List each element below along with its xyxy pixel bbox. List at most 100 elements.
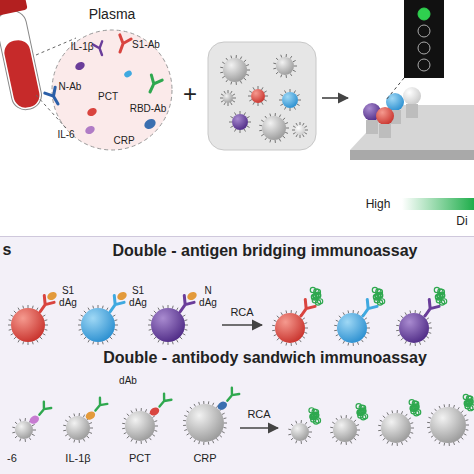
bead-ligand (154, 337, 156, 339)
bead-ligand (12, 427, 15, 429)
bead-ligand (240, 57, 241, 60)
bead-ligand (236, 82, 237, 85)
bead-ligand (415, 343, 416, 346)
bead-ligand (461, 437, 463, 439)
bead-ligand (274, 320, 277, 321)
bead-ligand (444, 443, 446, 446)
bead-ligand (98, 342, 99, 345)
bead-ligand (113, 334, 116, 336)
bead-ligand (102, 341, 104, 344)
bead-ligand (356, 434, 359, 435)
bead-ligand (279, 100, 282, 101)
bead-ligand (224, 423, 227, 424)
bead-ligand (281, 312, 283, 315)
bead-ligand (398, 335, 401, 336)
antibody-shape (224, 388, 240, 404)
bead-ligand (274, 335, 277, 336)
bead-sphere (399, 313, 429, 343)
arrow (322, 97, 348, 99)
antigen-shape (46, 290, 58, 301)
bead-ligand (283, 136, 285, 138)
bead-ligand (336, 335, 339, 336)
antigen-label: dAg (129, 297, 147, 308)
bead-ligand (44, 329, 47, 331)
bead-ligand (343, 341, 345, 344)
bead-ligand (172, 341, 174, 344)
antibody-symbol (296, 299, 315, 319)
bead-ligand (37, 308, 39, 311)
bead-ligand (183, 420, 186, 421)
bead-ligand (145, 409, 146, 412)
bead-ligand (124, 433, 127, 434)
bead-ligand (387, 412, 389, 415)
bead-ligand (145, 440, 146, 443)
bead-ligand (131, 410, 133, 413)
analyte-label: -6 (7, 452, 17, 464)
device-platform-edge (350, 150, 474, 160)
bead-ligand (464, 434, 467, 435)
bead-ligand (427, 422, 430, 423)
bead-ligand (296, 123, 298, 126)
bead-ligand (107, 308, 109, 311)
antigen-shape (84, 124, 96, 135)
bead-sphere (381, 413, 411, 443)
bead-ligand (288, 429, 291, 431)
bead-ligand (88, 340, 90, 343)
bead-ligand (184, 429, 187, 430)
bead-ligand (127, 414, 129, 416)
rca-dot (440, 293, 445, 298)
bead-ligand (281, 55, 282, 58)
bead-ligand (300, 122, 301, 125)
bead-ligand (353, 343, 354, 346)
rca-dot (468, 399, 473, 404)
bead-ligand (330, 427, 333, 429)
bead-ligand (378, 430, 381, 431)
rca-product (372, 287, 384, 305)
bead-ligand (294, 90, 296, 93)
bead-sphere (66, 416, 90, 440)
bead-ligand (240, 81, 241, 84)
bead-ligand (224, 102, 226, 105)
rca-product (309, 408, 321, 424)
bead-ligand (226, 58, 228, 60)
bead-ligand (154, 311, 156, 313)
bead-ligand (269, 114, 271, 117)
bead-ligand (65, 434, 68, 436)
bead-ligand (228, 90, 229, 93)
bead-ligand (258, 86, 259, 89)
bead-ligand (309, 432, 312, 433)
bead-ligand (332, 436, 335, 438)
rca-dot (361, 415, 366, 420)
bead-panel (208, 42, 316, 150)
bead-ligand (431, 436, 433, 438)
bead-ligand (415, 310, 416, 313)
bead-ligand (115, 325, 118, 326)
bead-ligand (141, 408, 142, 411)
bead-sphere (276, 57, 294, 75)
analyte-label: S1-Ab (132, 39, 160, 50)
rca-product (409, 400, 421, 416)
bead-ligand (343, 312, 345, 315)
antigen-shape (143, 117, 158, 131)
rca-product (310, 287, 322, 305)
bead-ligand (465, 429, 468, 431)
bead-ligand (296, 440, 297, 443)
bead-ligand (190, 437, 192, 439)
bead-ligand (308, 426, 311, 427)
bead-ligand (397, 443, 398, 446)
bead-ligand (401, 411, 402, 414)
cut-letter: s (3, 241, 12, 259)
bead-ligand (37, 340, 39, 343)
bead-ligand (259, 130, 262, 132)
bead-ligand (32, 434, 35, 435)
bead-sphere (223, 58, 247, 82)
bead-ligand (155, 426, 158, 427)
bead-ligand (423, 340, 425, 342)
bead-ligand (110, 337, 112, 339)
bead-ligand (230, 117, 233, 119)
rca-dot (314, 413, 319, 418)
bead-ligand (73, 440, 75, 443)
bead-ligand (14, 337, 16, 339)
bead-ligand (285, 343, 287, 346)
